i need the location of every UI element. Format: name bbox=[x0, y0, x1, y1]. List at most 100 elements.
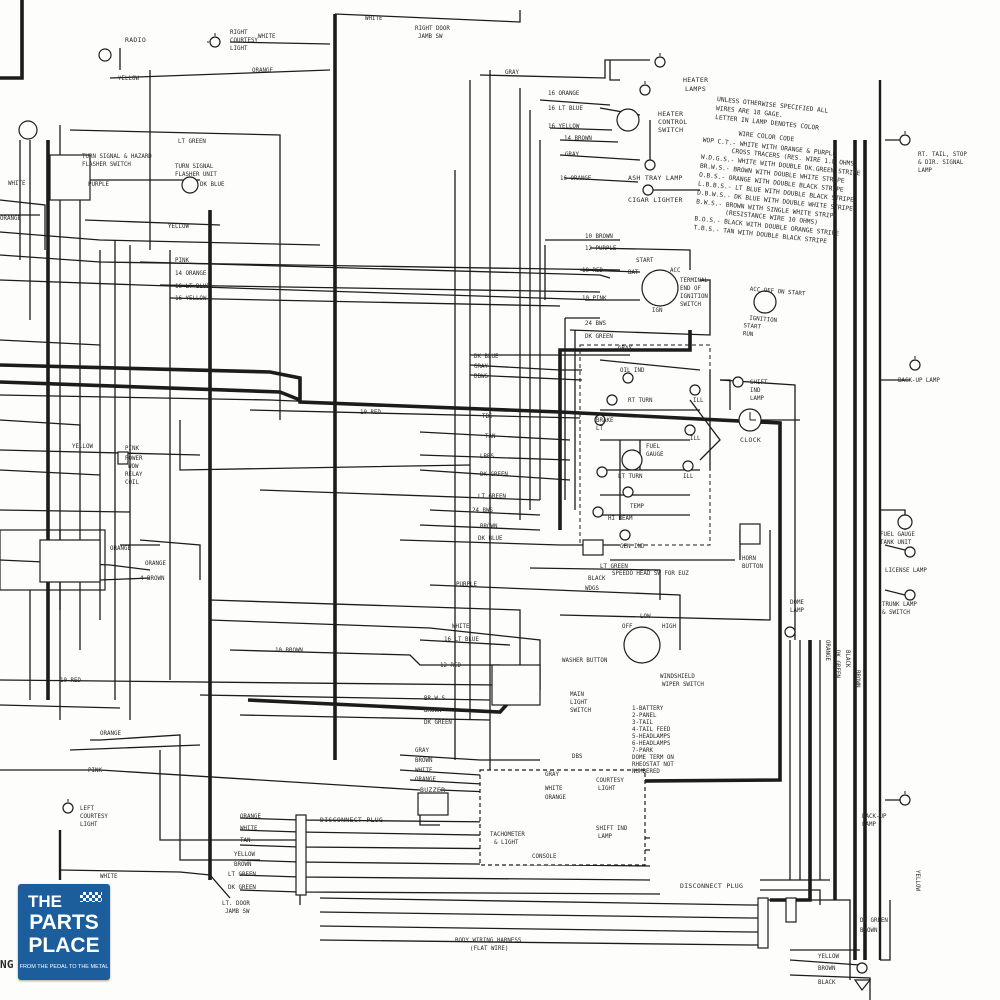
label-courtesy-2: LIGHT bbox=[598, 786, 616, 792]
wire-bt-4: WHITE bbox=[415, 768, 433, 774]
wire-bt-5: ORANGE bbox=[415, 777, 436, 783]
label-light-term-9: NUMBERED bbox=[632, 769, 660, 775]
wire-lm-0: PURPLE bbox=[456, 582, 477, 588]
wire-bt-7: GRAY bbox=[545, 772, 559, 778]
label-horn-2: BUTTON bbox=[742, 564, 763, 570]
label-right-courtesy-2: COURTESY bbox=[230, 38, 258, 44]
wire-dash-8: TAN bbox=[485, 434, 496, 440]
label-fuel-tank-1: FUEL GAUGE bbox=[880, 532, 915, 538]
label-right-door-1: RIGHT DOOR bbox=[415, 26, 450, 32]
label-hi-beam: HI BEAM bbox=[608, 516, 633, 522]
lamp-gen bbox=[619, 529, 631, 541]
wire-lm-14: YELLOW bbox=[72, 444, 93, 450]
main-light-switch-box bbox=[491, 664, 541, 706]
ignition-switch-symbol bbox=[641, 269, 679, 307]
label-courtesy-1: COURTESY bbox=[596, 778, 624, 784]
wire-dash-4: GRAY bbox=[474, 364, 488, 370]
wire-dash-3: DK BLUE bbox=[474, 354, 499, 360]
wire-ht-4: GRAY bbox=[565, 152, 579, 158]
label-light-term-3: 4-TAIL FEED bbox=[632, 727, 671, 733]
ign-legend-title: ACC OFF ON START bbox=[749, 287, 806, 298]
label-disconnect-2: DISCONNECT PLUG bbox=[680, 882, 743, 890]
label-wiper-low: LOW bbox=[640, 614, 651, 620]
label-edge-fragment: NG bbox=[0, 958, 14, 971]
wire-lm-12: 4 BROWN bbox=[140, 576, 165, 582]
label-main-light-2: LIGHT bbox=[570, 700, 588, 706]
label-ign-ign: IGN bbox=[652, 308, 663, 314]
radio-symbol bbox=[98, 48, 112, 62]
lamp-rt-tail bbox=[899, 131, 911, 146]
logo-word-the: THE bbox=[28, 892, 62, 911]
logo-word-place: PLACE bbox=[28, 934, 100, 957]
label-buzzer: BUZZER bbox=[420, 786, 445, 794]
label-rt-tail-2: & DIR. SIGNAL bbox=[918, 160, 964, 166]
fuel-tank-symbol bbox=[897, 514, 913, 530]
label-right-door-2: JAMB SW bbox=[418, 34, 443, 40]
wire-dash-1: DK GREEN bbox=[585, 334, 613, 340]
label-flasher-unit-1: TURN SIGNAL bbox=[175, 164, 214, 170]
the-parts-place-logo[interactable]: THE PARTS PLACE FROM THE PEDAL TO THE ME… bbox=[18, 884, 110, 980]
label-brake-1: BRAKE bbox=[596, 418, 614, 424]
wire-lm-13: 10 RED bbox=[60, 678, 81, 684]
label-shift-console-1: SHIFT IND bbox=[596, 826, 628, 832]
ign-legend-run: RUN bbox=[743, 331, 754, 338]
flasher-switch-box bbox=[49, 154, 91, 201]
wire-ht-5: 16 ORANGE bbox=[560, 176, 592, 182]
wire-rear-2: BLACK bbox=[818, 980, 836, 986]
wire-color-legend: UNLESS OTHERWISE SPECIFIED ALL WIRES ARE… bbox=[693, 96, 861, 245]
label-flasher-unit-2: FLASHER UNIT bbox=[175, 172, 217, 178]
label-flasher-switch-2: FLASHER SWITCH bbox=[82, 162, 131, 168]
flasher-unit-symbol bbox=[181, 176, 199, 194]
wire-bt-9: ORANGE bbox=[545, 795, 566, 801]
wire-dash-0: 24 BWS bbox=[585, 321, 606, 327]
wire-lm-3: LT GREEN bbox=[600, 564, 628, 570]
wire-ign-1: 12 PURPLE bbox=[585, 246, 617, 252]
wire-bt-0: ORANGE bbox=[100, 731, 121, 737]
wire-ul-5: WHITE bbox=[8, 181, 26, 187]
wire-ign-3: 10 PINK bbox=[582, 296, 607, 302]
label-rt-tail-3: LAMP bbox=[918, 168, 932, 174]
wire-dash-5: DBWS bbox=[474, 374, 488, 380]
wire-ign-0: 10 BROWN bbox=[585, 234, 613, 240]
wire-bt-8: WHITE bbox=[545, 786, 563, 792]
wire-ht-2: 16 YELLOW bbox=[548, 124, 580, 130]
label-left-courtesy-2: COURTESY bbox=[80, 814, 108, 820]
label-ign-start: START bbox=[636, 258, 654, 264]
wire-lm-11: ORANGE bbox=[110, 546, 131, 552]
wire-ul-2: DK BLUE bbox=[200, 182, 225, 188]
lamp-right-courtesy bbox=[207, 33, 221, 48]
wire-lm-10: 10 BROWN bbox=[275, 648, 303, 654]
lamp-heater-1 bbox=[654, 53, 666, 68]
wire-lm-5: 16 LT BLUE bbox=[444, 637, 479, 643]
label-left-courtesy-3: LIGHT bbox=[80, 822, 98, 828]
wire-bt-17: WHITE bbox=[100, 874, 118, 880]
lamp-dome bbox=[784, 626, 796, 638]
horn-button-box bbox=[739, 523, 761, 545]
lamp-oil bbox=[622, 372, 634, 384]
wire-bt-14: BROWN bbox=[234, 862, 252, 868]
wire-dash-11: LT GREEN bbox=[478, 494, 506, 500]
wire-lm-2: WDGS bbox=[585, 586, 599, 592]
lamp-ill-3 bbox=[682, 460, 694, 472]
lamp-rt-turn bbox=[606, 394, 618, 406]
label-rt-turn: RT TURN bbox=[628, 398, 653, 404]
wiper-switch-symbol bbox=[623, 626, 661, 664]
label-wiper-2: WIPER SWITCH bbox=[662, 682, 704, 688]
wire-ul-3: YELLOW bbox=[168, 224, 189, 230]
label-ill-2: ILL bbox=[690, 436, 701, 442]
wire-dash-7: TBS bbox=[482, 414, 493, 420]
wire-lm-8: BROWN bbox=[424, 708, 442, 714]
label-gen-ind: GEN IND bbox=[620, 544, 645, 550]
wire-ht-0: 16 ORANGE bbox=[548, 91, 580, 97]
label-ill-3: ILL bbox=[683, 474, 694, 480]
console-box bbox=[479, 769, 646, 866]
label-wiper-high: HIGH bbox=[662, 624, 676, 630]
lamp-cigar bbox=[642, 184, 654, 196]
label-clock: CLOCK bbox=[740, 436, 761, 444]
label-fuel-gauge-2: GAUGE bbox=[646, 452, 664, 458]
wire-bt-2: GRAY bbox=[415, 748, 429, 754]
wire-ign-2: 10 RED bbox=[582, 268, 603, 274]
wire-lm-4: WHITE bbox=[452, 624, 470, 630]
label-right-courtesy-1: RIGHT bbox=[230, 30, 248, 36]
label-dome-1: DOME bbox=[790, 600, 804, 606]
